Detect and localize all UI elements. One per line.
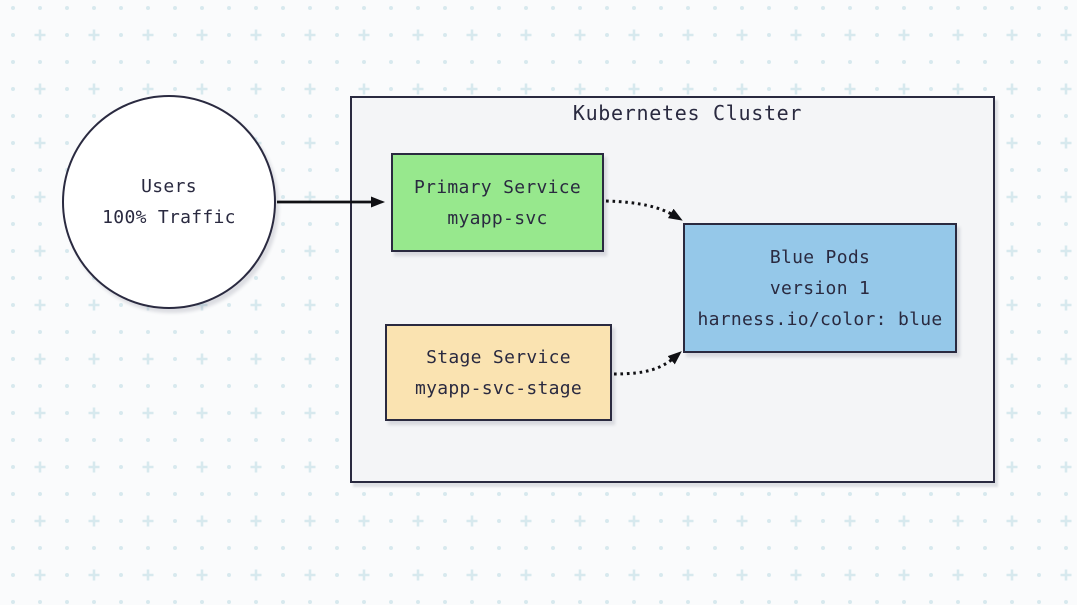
users-node: Users 100% Traffic xyxy=(62,95,276,309)
primary-service-label-line2: myapp-svc xyxy=(447,207,548,229)
stage-service-label-line1: Stage Service xyxy=(426,346,571,368)
stage-service-node: Stage Service myapp-svc-stage xyxy=(385,324,612,421)
blue-pods-label-line3: harness.io/color: blue xyxy=(697,308,943,330)
blue-pods-label-line2: version 1 xyxy=(769,277,871,299)
cluster-title: Kubernetes Cluster xyxy=(572,101,803,125)
users-label-line2: 100% Traffic xyxy=(102,207,236,228)
primary-service-node: Primary Service myapp-svc xyxy=(391,153,604,252)
blue-pods-node: Blue Pods version 1 harness.io/color: bl… xyxy=(683,223,957,353)
blue-pods-label-line1: Blue Pods xyxy=(769,246,871,268)
users-label-line1: Users xyxy=(141,176,197,197)
primary-service-label-line1: Primary Service xyxy=(413,176,582,198)
stage-service-label-line2: myapp-svc-stage xyxy=(414,377,583,399)
